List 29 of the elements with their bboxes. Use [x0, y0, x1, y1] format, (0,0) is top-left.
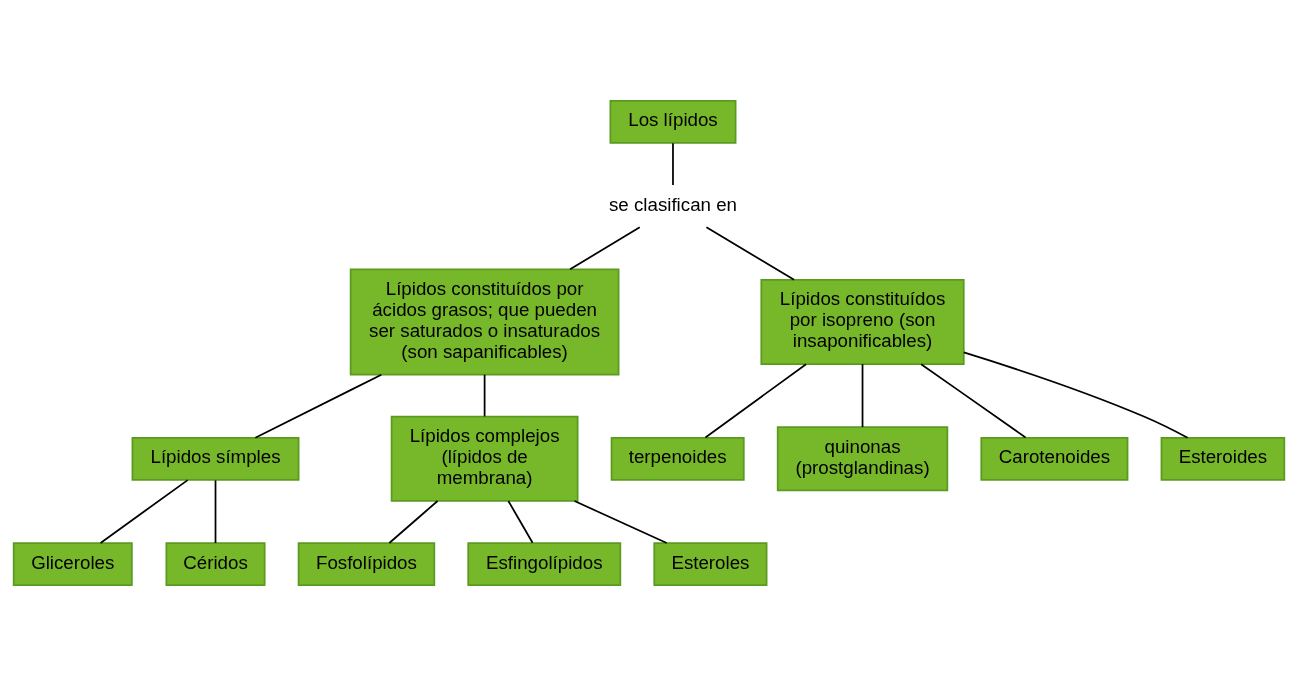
connector — [705, 226, 795, 281]
connector — [919, 363, 1026, 439]
node-box: Lípidos constituídos por isopreno (son insaponificables) — [759, 278, 965, 365]
connector — [568, 226, 641, 271]
connector — [483, 373, 485, 418]
node-box: terpenoides — [610, 436, 745, 481]
node-box: Carotenoides — [979, 436, 1128, 481]
connector — [573, 500, 668, 544]
connector — [704, 363, 807, 439]
node-box: Lípidos complejos (lípidos de membrana) — [390, 415, 578, 502]
connector — [99, 479, 189, 544]
node-text: se clasifican en — [608, 193, 737, 215]
node-box: quinonas (prostglandinas) — [776, 426, 948, 492]
connector — [214, 479, 216, 544]
node-box: Lípidos constituídos por ácidos grasos; que pueden ser saturados o insaturados (son sapanificables) — [349, 268, 619, 376]
node-box: Esteroles — [652, 542, 767, 587]
connector — [671, 142, 674, 186]
node-box: Fosfolípidos — [297, 542, 435, 587]
connector — [387, 500, 438, 544]
connector — [254, 373, 382, 439]
node-box: Esteroides — [1160, 436, 1285, 481]
connector — [962, 351, 1188, 439]
connector — [507, 500, 533, 544]
node-box: Esfingolípidos — [466, 542, 621, 587]
node-box: Los lípidos — [609, 99, 736, 144]
node-box: Lípidos símples — [131, 436, 299, 481]
node-box: Gliceroles — [12, 542, 133, 587]
connector — [861, 363, 863, 428]
node-box: Céridos — [165, 542, 266, 587]
